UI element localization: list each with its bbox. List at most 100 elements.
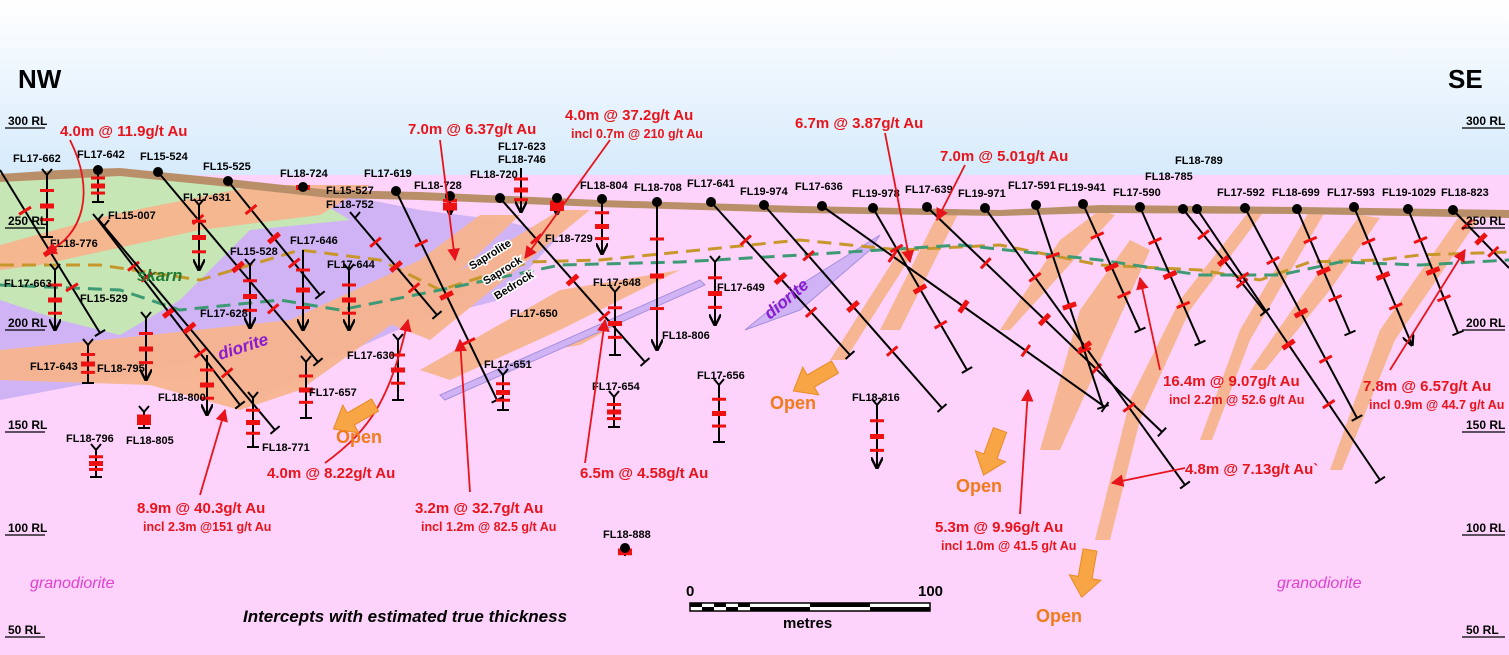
hole-end-bar [1194, 339, 1206, 347]
rl-label-right: 200 RL [1466, 316, 1505, 330]
drill-hole-label: FL17-649 [717, 282, 765, 294]
intercept-mark [1020, 344, 1032, 358]
intercept-mark [414, 238, 429, 248]
rl-label-left: 100 RL [8, 521, 47, 535]
drill-hole-label: FL18-823 [1441, 187, 1489, 199]
surface-cover [0, 168, 1509, 218]
drill-hole-label: FL18-729 [545, 233, 593, 245]
intercept-grade: 16.4m @ 9.07g/t Au [1163, 373, 1300, 390]
drill-hole-trace [98, 219, 281, 435]
drill-hole-trace [595, 194, 609, 254]
intercept-mark [244, 203, 258, 216]
callout-arrow [936, 164, 966, 222]
drill-hole-label: FL17-591 [1008, 180, 1056, 192]
drill-hole-trace [81, 338, 95, 384]
collar-icon [620, 543, 630, 553]
open-arrow-icon [1068, 548, 1103, 599]
collar-y-icon [497, 368, 509, 377]
drill-hole-trace [246, 391, 260, 448]
drill-hole-trace [153, 167, 324, 367]
drill-hole-label: FL18-806 [662, 330, 710, 342]
rl-label-right: 300 RL [1466, 114, 1505, 128]
intercept-mark [979, 257, 992, 270]
callout-arrow [199, 408, 228, 496]
drill-hole-label: FL19-1029 [1382, 187, 1436, 199]
drill-hole-label: FL18-800 [158, 392, 206, 404]
drill-hole-label: FL17-592 [1217, 187, 1265, 199]
intercept-mark [18, 205, 32, 216]
intercept-included: incl 0.9m @ 44.7 g/t Au [1369, 398, 1504, 412]
intercept-mark [220, 367, 234, 379]
open-indicator: Open [770, 360, 840, 413]
drill-hole-trace [706, 197, 856, 360]
drill-hole-trace [92, 213, 246, 410]
drill-hole-label: FL15-007 [108, 210, 156, 222]
drill-hole-trace [496, 368, 510, 411]
intercept-mark [1037, 312, 1052, 327]
intercept-mark [65, 282, 79, 293]
drill-hole-trace [137, 405, 151, 429]
collar-icon [922, 202, 932, 212]
drill-hole-trace [243, 258, 257, 328]
intercept-mark [1436, 294, 1452, 303]
granodiorite-label-left: granodiorite [30, 575, 115, 592]
intercept-mark [231, 260, 245, 274]
intercept-mark [1197, 229, 1210, 241]
intercept-included: incl 0.7m @ 210 g/t Au [571, 127, 703, 141]
hole-end-bar [1259, 307, 1271, 317]
drill-hole-trace [296, 250, 310, 330]
intercept-mark [1361, 237, 1376, 246]
intercept-grade: 4.8m @ 7.13g/t Au` [1185, 461, 1318, 478]
collar-icon [1403, 204, 1413, 214]
drill-hole-trace [1448, 205, 1509, 269]
drill-hole-label: FL17-650 [510, 308, 558, 320]
intercept-grade: 7.0m @ 6.37g/t Au [408, 121, 536, 138]
intercept-mark [1090, 231, 1105, 240]
drill-hole-label: FL18-724 [280, 168, 329, 180]
collar-icon [706, 197, 716, 207]
drill-hole-label: FL19-941 [1058, 182, 1106, 194]
drill-hole-label: FL17-631 [183, 192, 231, 204]
intercept-included: incl 2.2m @ 52.6 g/t Au [1169, 393, 1304, 407]
intercept-callout: 6.7m @ 3.87g/t Au [795, 115, 923, 264]
intercept-mark [140, 271, 154, 283]
drill-hole-label: FL18-771 [262, 442, 310, 454]
intercept-grade: 4.0m @ 11.9g/t Au [60, 123, 187, 140]
callout-arrow [884, 132, 915, 264]
hole-end-bar [639, 357, 651, 367]
saprolite-saprock-boundary [0, 238, 1509, 292]
open-indicator: Open [956, 426, 1008, 496]
drill-hole-trace [1292, 204, 1356, 337]
drill-hole-trace [922, 202, 1167, 438]
intercept-callout: 7.0m @ 5.01g/t Au [936, 148, 1068, 222]
drill-hole-label: FL15-527 [326, 185, 374, 197]
collar-icon [652, 197, 662, 207]
drill-hole-trace [391, 186, 503, 404]
intercept-mark [889, 243, 904, 254]
intercept-mark [439, 290, 454, 301]
collar-y-icon [343, 263, 355, 272]
drill-hole-trace [650, 197, 664, 350]
hole-end-bar [1179, 480, 1191, 490]
intercept-mark [407, 282, 421, 294]
rl-label-right: 150 RL [1466, 418, 1505, 432]
drill-hole-label: FL18-804 [580, 180, 629, 192]
callout-arrow [454, 338, 471, 493]
collar-y-icon [608, 390, 620, 399]
drill-hole-label: FL15-529 [80, 293, 128, 305]
intercept-grade: 6.5m @ 4.58g/t Au [580, 465, 708, 482]
open-arrow-icon [332, 398, 380, 434]
collar-y-icon [609, 285, 621, 294]
collar-icon [298, 182, 308, 192]
drill-hole-label: FL18-776 [50, 238, 98, 250]
intercept-mark [1303, 235, 1318, 245]
drill-hole-trace [342, 263, 356, 330]
collar-icon [1031, 200, 1041, 210]
hole-end-bar [1351, 414, 1363, 422]
intercept-grade: 4.0m @ 37.2g/t Au [565, 107, 693, 124]
intercept-mark [1147, 236, 1163, 246]
